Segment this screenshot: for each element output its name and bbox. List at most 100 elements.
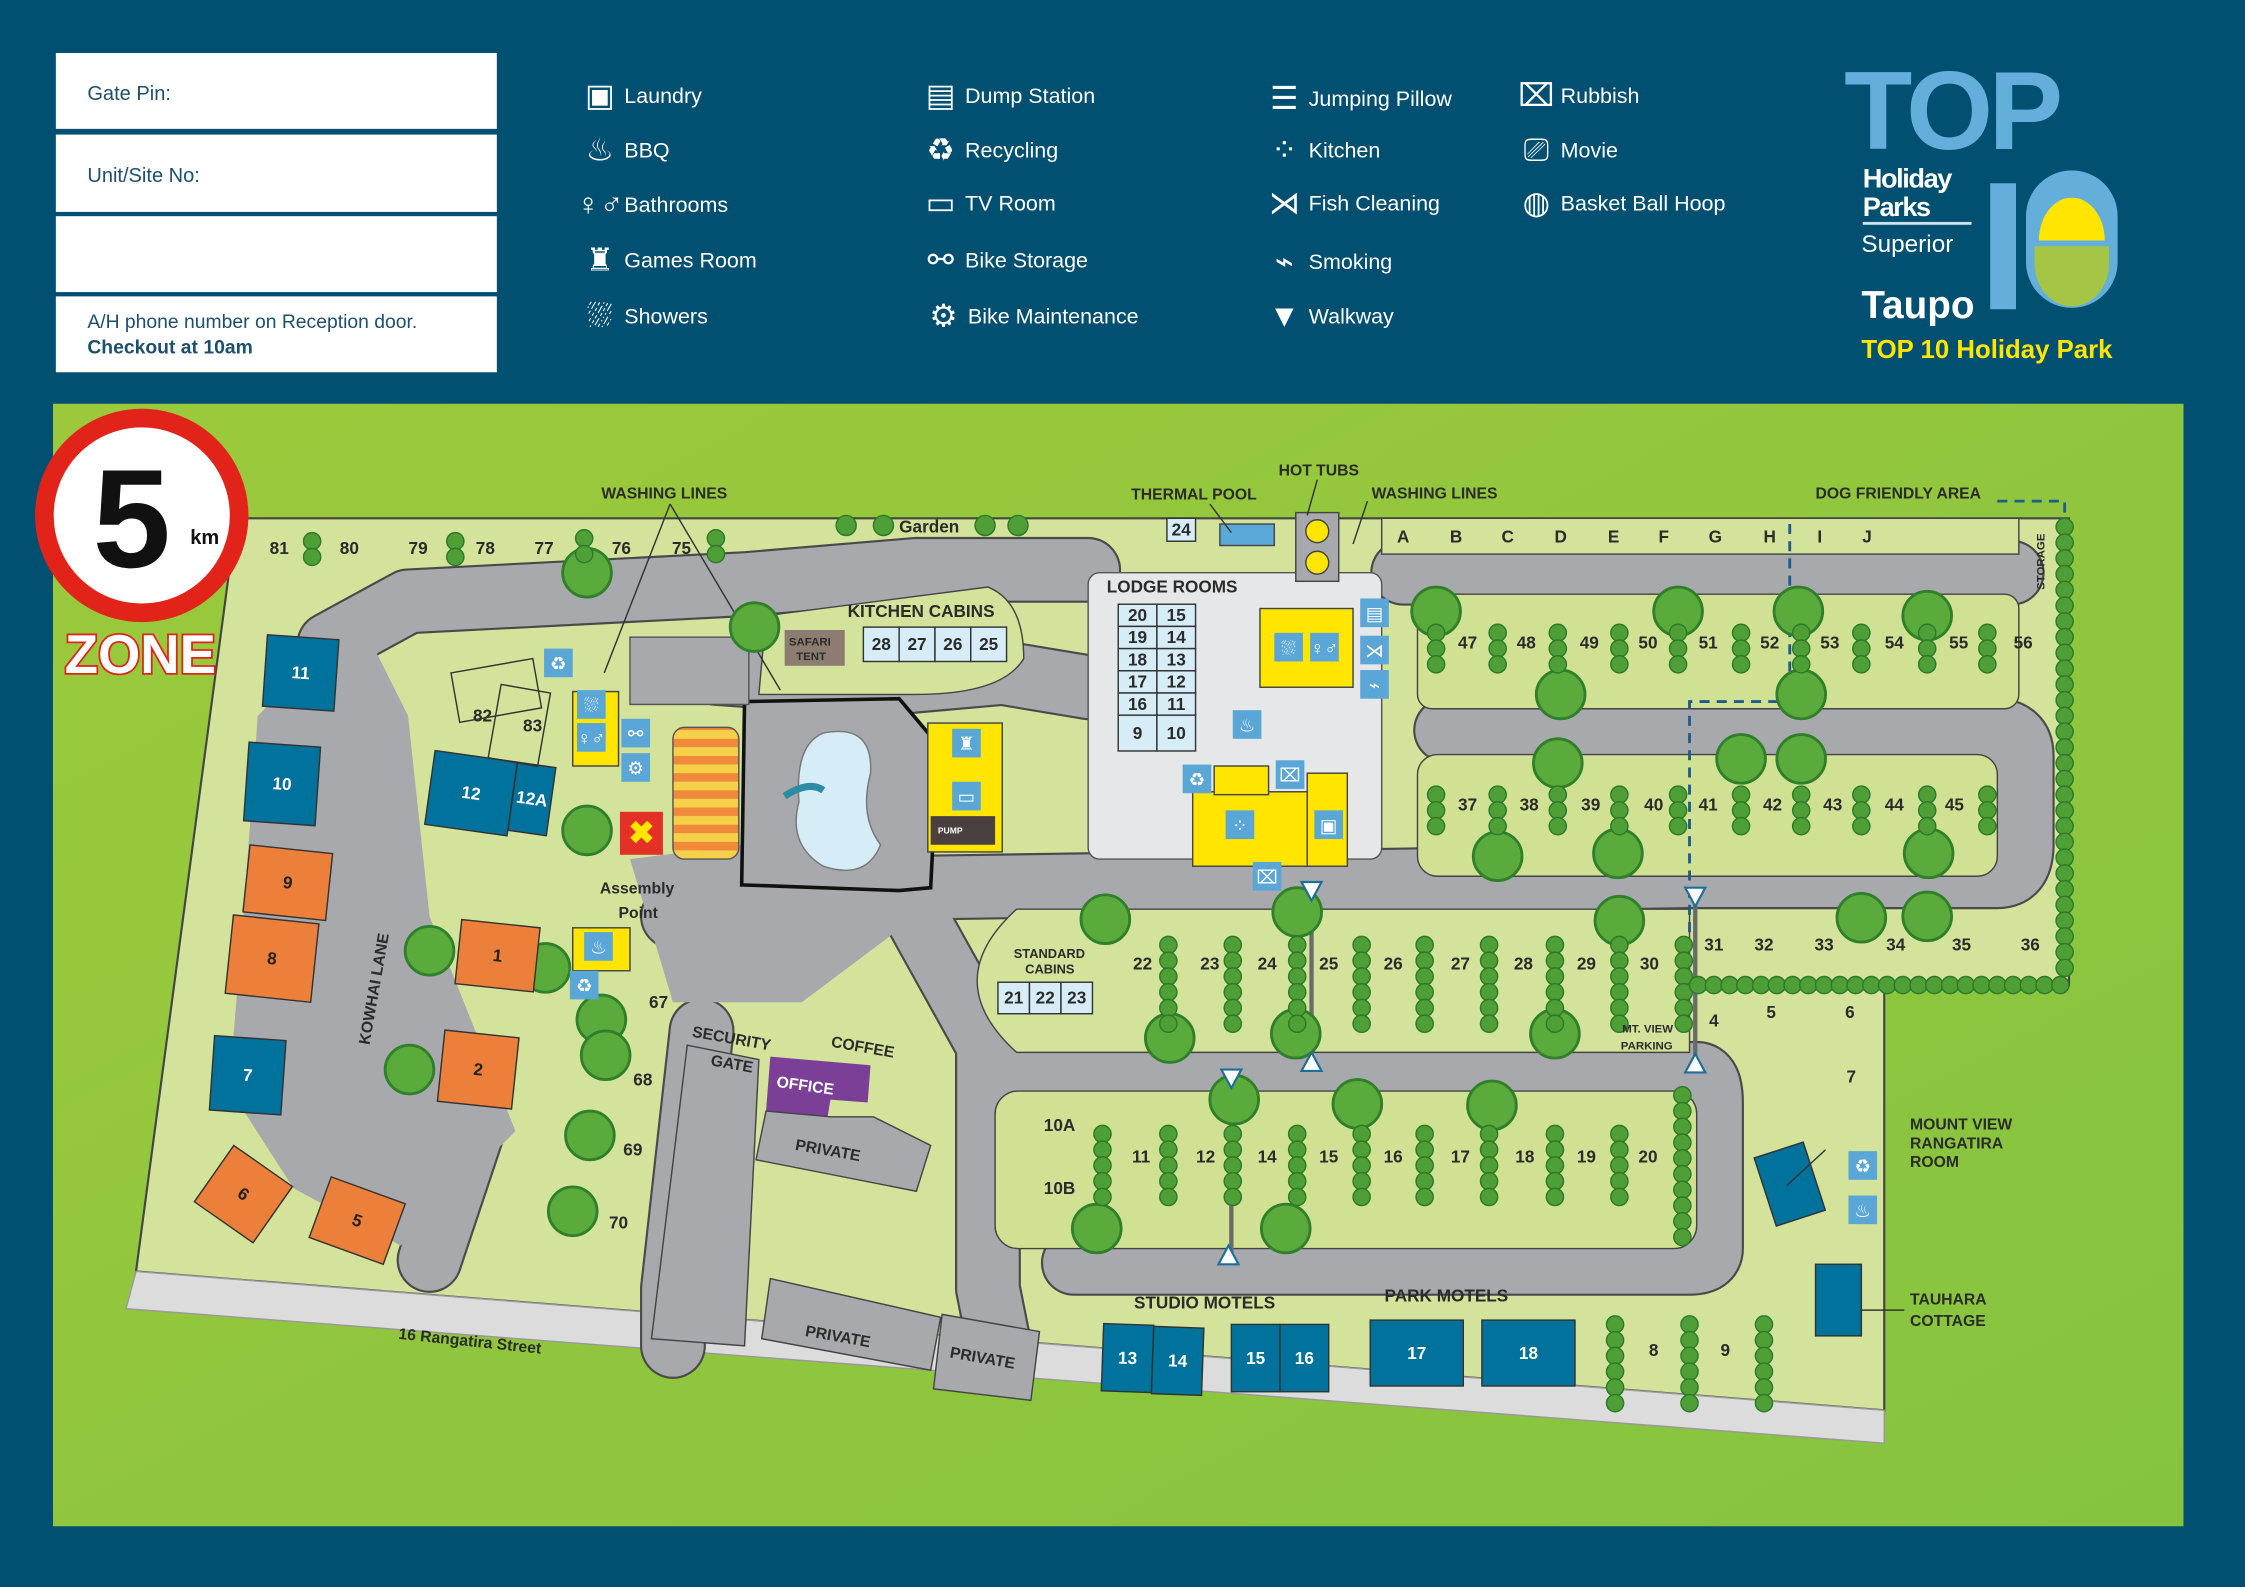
- site-9: 9: [1721, 1340, 1731, 1360]
- walkway-icon: [1683, 886, 1708, 909]
- site-75: 75: [672, 538, 692, 558]
- showers-icon: ⛆: [1274, 632, 1303, 662]
- site-42: 42: [1763, 794, 1782, 814]
- shrub-icon: [2055, 738, 2074, 757]
- shrub-icon: [1673, 1086, 1692, 1105]
- shrub-icon: [302, 531, 322, 551]
- unit-number: 9: [282, 872, 294, 893]
- shrub-icon: [1352, 998, 1371, 1018]
- shrub-icon: [1978, 801, 1997, 820]
- shrub-icon: [1159, 935, 1178, 955]
- unit-building: [308, 1175, 407, 1266]
- games-garage: [629, 636, 750, 706]
- shrub-icon: [1426, 801, 1446, 820]
- shrub-icon: [1893, 975, 1913, 995]
- shrub-icon: [2055, 517, 2074, 537]
- legend-item-games-room: ♜Games Room: [586, 242, 757, 279]
- unit-number: 14: [1168, 1350, 1188, 1371]
- site-4: 4: [1709, 1011, 1719, 1031]
- site-32: 32: [1754, 935, 1773, 955]
- site-79: 79: [409, 538, 428, 558]
- shrub-icon: [2055, 911, 2074, 930]
- shrub-icon: [1852, 623, 1871, 643]
- shrub-icon: [1223, 967, 1243, 986]
- site-B: B: [1450, 527, 1462, 547]
- lodge-room-number: 9: [1133, 723, 1143, 743]
- site-12: 12: [1196, 1147, 1215, 1167]
- blank-field[interactable]: [55, 216, 497, 293]
- shrub-icon: [1673, 1227, 1692, 1247]
- unit-building: [261, 633, 340, 712]
- shrub-icon: [1545, 1014, 1565, 1034]
- shrub-icon: [1479, 1124, 1499, 1144]
- unit-site-field[interactable]: Unit/Site No:: [55, 134, 497, 212]
- legend-item-rubbish: ⌧Rubbish: [1518, 77, 1640, 114]
- tree-icon: [383, 1043, 436, 1096]
- site-23: 23: [1200, 953, 1219, 973]
- shrub-icon: [1223, 1156, 1243, 1175]
- tree-icon: [403, 924, 456, 977]
- shrub-icon: [1223, 1124, 1243, 1144]
- site-D: D: [1554, 527, 1566, 547]
- site-plot-83: [487, 683, 552, 768]
- standard-cabin-number: 21: [1004, 988, 1024, 1008]
- tauhara-label-2: COTTAGE: [1910, 1313, 1986, 1330]
- shrub-icon: [872, 514, 895, 537]
- gate-pin-field[interactable]: Gate Pin:: [55, 52, 497, 129]
- shrub-icon: [1731, 639, 1751, 658]
- unit-8: 8: [224, 914, 320, 1004]
- legend-item-bbq: ♨BBQ: [586, 132, 670, 169]
- site-A: A: [1397, 527, 1409, 547]
- zone-label: ZONE: [65, 624, 216, 685]
- lawn-a-j: [1380, 517, 2020, 555]
- logo-top: TOP: [1844, 47, 2063, 174]
- site-49: 49: [1580, 633, 1599, 653]
- office-building: [766, 1056, 871, 1117]
- shrub-icon: [1223, 951, 1243, 971]
- dog-friendly-area-label: DOG FRIENDLY AREA: [1816, 485, 1982, 502]
- shrub-icon: [1610, 998, 1629, 1018]
- site-81: 81: [270, 538, 290, 558]
- shrub-icon: [1159, 998, 1178, 1018]
- tree-icon: [1532, 737, 1584, 789]
- shrub-icon: [1978, 655, 1997, 674]
- kitchen-cabin: [934, 626, 972, 663]
- shrub-icon: [1488, 655, 1507, 674]
- shrub-icon: [1668, 639, 1688, 658]
- shrub-icon: [1287, 1187, 1307, 1207]
- shrub-icon: [1352, 1140, 1371, 1160]
- bathrooms-icon: ♀♂: [1310, 632, 1339, 662]
- bbq-icon: ♨: [1232, 710, 1262, 739]
- shrub-icon: [2055, 690, 2074, 710]
- shrub-icon: [1159, 1187, 1178, 1207]
- shrub-icon: [1488, 801, 1507, 820]
- shrub-icon: [2055, 533, 2074, 552]
- shrub-icon: [1940, 975, 1960, 995]
- notice-box: A/H phone number on Reception door. Chec…: [55, 296, 497, 373]
- shrub-icon: [1352, 1014, 1371, 1034]
- shrub-icon: [1731, 655, 1751, 674]
- assembly-point-label-2: Point: [619, 905, 659, 922]
- unit-number: 11: [291, 662, 311, 683]
- shrub-icon: [1610, 639, 1629, 658]
- shrub-icon: [1545, 982, 1565, 1002]
- speed-limit-number: 5: [93, 440, 171, 597]
- walkway-icon: ▼: [1268, 297, 1300, 334]
- shrub-icon: [574, 544, 594, 564]
- legend-label: Rubbish: [1560, 83, 1640, 109]
- showers-icon: ⛆: [587, 297, 613, 334]
- map-icon-glyph: ♜: [958, 733, 975, 754]
- shrub-icon: [1668, 655, 1688, 674]
- standard-cabins-label-2: CABINS: [1025, 962, 1075, 977]
- map-icon-glyph: ⌧: [1256, 866, 1277, 887]
- legend-label: Bike Storage: [965, 248, 1089, 273]
- shrub-icon: [706, 529, 726, 548]
- unit-9: 9: [242, 844, 334, 922]
- site-22: 22: [1133, 953, 1152, 973]
- shrub-icon: [1688, 975, 1708, 995]
- site-70: 70: [609, 1212, 628, 1232]
- shrub-icon: [1720, 975, 1739, 995]
- legend-label: Showers: [624, 304, 708, 329]
